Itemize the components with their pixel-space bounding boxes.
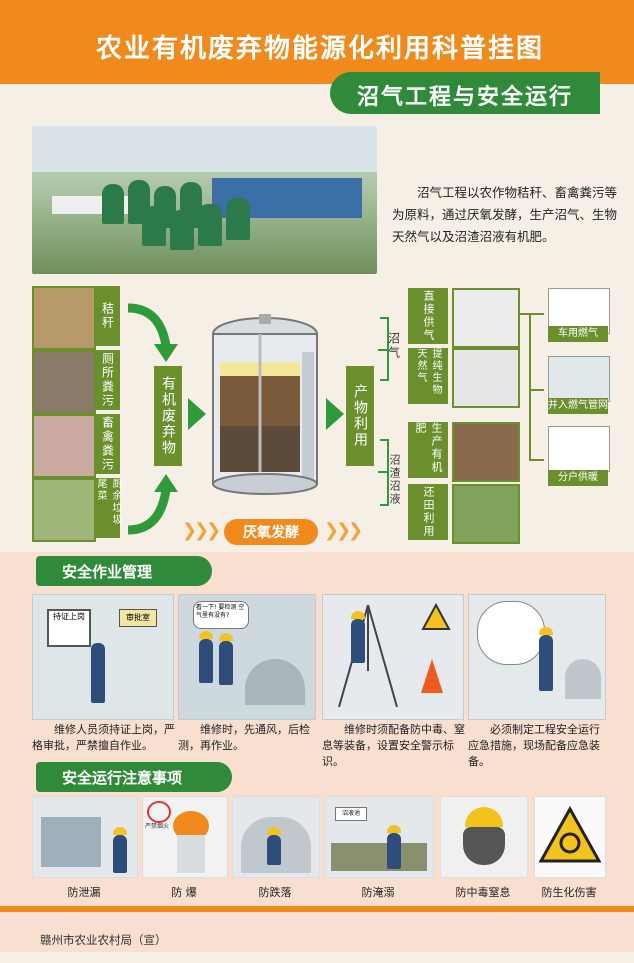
chevron-right-icon: ❯❯❯ [324, 520, 363, 541]
footer-bar [0, 906, 634, 912]
management-caption: 维修时，先通风，后检测，再作业。 [178, 723, 310, 752]
field-application-image [452, 484, 520, 544]
chevron-right-icon: ❯❯❯ [182, 520, 221, 541]
use-label: 还田利用 [408, 484, 448, 540]
digester-tank [212, 314, 318, 495]
cooking-gas-image [452, 288, 520, 348]
no-fire-sign: 严禁烟火 [145, 823, 170, 830]
gas-cylinders-image [452, 348, 520, 408]
title-bar [0, 0, 634, 84]
traffic-cone-icon [421, 659, 443, 693]
biogas-plant-photo [32, 126, 377, 274]
warning-sign-icon [421, 603, 451, 630]
hazard-label: 防跌落 [258, 886, 292, 899]
fall-scene [232, 796, 320, 878]
organic-fertilizer-image [452, 422, 520, 482]
straw-image [32, 286, 96, 350]
connector-lines [518, 313, 544, 461]
right-arrow-icon [326, 398, 344, 430]
use-label: 提纯生物天然气 [408, 348, 448, 404]
bracket-lines [378, 317, 389, 506]
management-caption: 维修时须配备防中毒、窒息等装备，设置安全警示标识。 [322, 723, 465, 768]
end-use-label: 车用燃气 [548, 326, 608, 342]
end-use-label: 并入燃气管网 [548, 398, 608, 414]
feedstock-label: 畜禽粪污 [96, 414, 120, 474]
safety-notes-heading: 安全运行注意事项 [36, 762, 232, 792]
management-caption: 必须制定工程安全运行应急措施，现场配备应急装备。 [468, 723, 600, 768]
drowning-scene: 沼液池 [324, 796, 434, 878]
right-arrow-icon [188, 398, 206, 430]
radiator-image [548, 426, 610, 472]
explosion-scene: 严禁烟火 [142, 796, 228, 878]
feedstock-label: 秸秆 [96, 286, 120, 346]
use-label: 生产有机肥 [408, 422, 448, 478]
page-title: 农业有机废弃物能源化利用科普挂图 [95, 34, 544, 64]
certification-scene: 持证上岗 审批室 [32, 594, 174, 720]
ventilation-scene: 看一下! 要检测 空气里有没有? [178, 594, 316, 720]
biohazard-scene [534, 796, 606, 878]
speech-bubble: 看一下! 要检测 空气里有没有? [193, 601, 249, 629]
certificate-sign: 持证上岗 [47, 609, 91, 647]
safety-management-heading: 安全作业管理 [36, 556, 212, 586]
intro-text: 沼气工程以农作物秸秆、畜禽粪污等为原料，通过厌氧发酵，生产沼气、生物天然气以及沼… [392, 185, 618, 244]
pool-sign: 沼液池 [335, 807, 367, 821]
toilet-waste-image [32, 350, 96, 414]
leak-scene [32, 796, 138, 878]
gas-mask-scene [440, 796, 528, 878]
end-use-label: 分户供暖 [548, 470, 608, 486]
organic-waste-box: 有机废弃物 [154, 366, 182, 466]
biogas-label: 沼气 [386, 332, 401, 360]
feedstock-label: 厕所粪污 [96, 350, 120, 410]
management-caption: 维修人员须持证上岗，严格审批，严禁擅自作业。 [32, 723, 175, 752]
hazard-label: 防泄漏 [67, 886, 101, 899]
protective-equipment-scene [322, 594, 464, 720]
emergency-equipment-scene [468, 594, 606, 720]
hazard-label: 防中毒窒息 [455, 886, 511, 899]
footer-credit: 赣州市农业农村局（宣） [40, 933, 167, 947]
approval-room-sign: 审批室 [119, 609, 157, 627]
biohazard-icon [539, 805, 601, 863]
hazard-label: 防 爆 [171, 886, 197, 899]
kitchen-waste-image [32, 478, 96, 542]
hazard-label: 防生化伤害 [541, 886, 597, 899]
subtitle-banner [330, 72, 600, 114]
page-subtitle: 沼气工程与安全运行 [356, 85, 573, 110]
products-box: 产物利用 [346, 366, 374, 466]
flow-arrows [127, 303, 178, 535]
hazard-label: 防淹溺 [361, 886, 395, 899]
livestock-manure-image [32, 414, 96, 478]
use-label: 直接供气 [408, 288, 448, 344]
fermentation-label: 厌氧发酵 [224, 519, 318, 545]
feedstock-column: 秸秆 厕所粪污 畜禽粪污 厨余垃圾 尾菜 [32, 286, 122, 542]
feedstock-label: 厨余垃圾 尾菜 [95, 478, 121, 538]
pipeline-image [548, 356, 610, 402]
residue-label: 沼渣沼液 [388, 454, 401, 506]
